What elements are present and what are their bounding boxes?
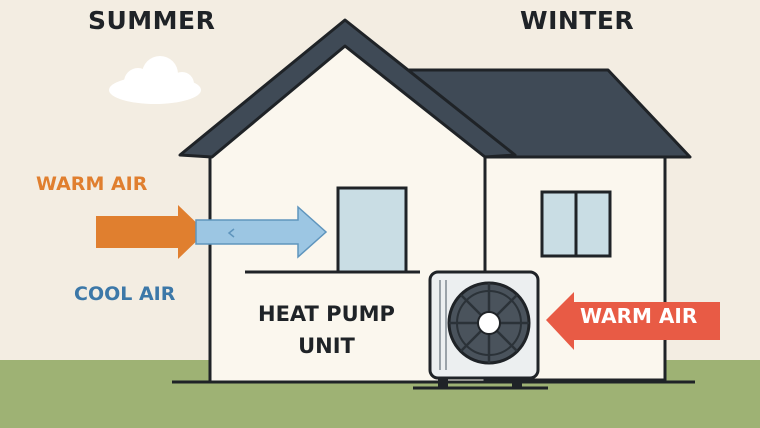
summer-heading: SUMMER: [88, 6, 216, 35]
fan-icon: [447, 281, 531, 365]
heat-pump-unit-label: HEAT PUMP UNIT: [258, 298, 395, 362]
right-window: [540, 190, 612, 258]
heat-pump-label-line1: HEAT PUMP: [258, 302, 395, 326]
winter-heading: WINTER: [520, 6, 635, 35]
cool-air-arrow: [195, 205, 328, 259]
warm-air-label-right: WARM AIR: [580, 304, 698, 328]
warm-air-arrow-left: [96, 205, 206, 259]
heat-pump-label-line2: UNIT: [298, 334, 355, 358]
warm-air-label-left: WARM AIR: [36, 173, 148, 195]
cool-air-arrow-chevron: [227, 228, 235, 238]
main-window: [336, 186, 408, 274]
cool-air-label: COOL AIR: [74, 283, 176, 305]
warm-air-arrow-right: [546, 292, 720, 350]
cloud-icon: [109, 56, 201, 104]
